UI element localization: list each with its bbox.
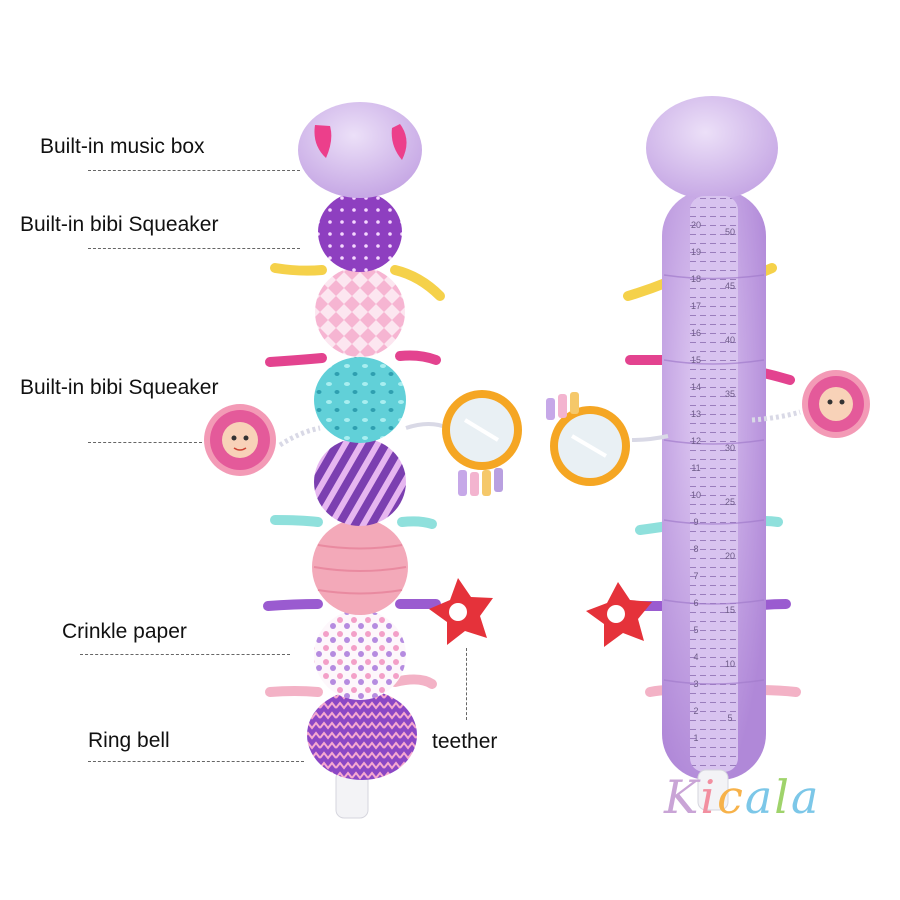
ruler-tick-inner: 16 — [691, 328, 701, 338]
segment-stripes — [314, 438, 406, 526]
ruler-tick-inner: 20 — [691, 220, 701, 230]
brand-letter: i — [700, 770, 718, 824]
ruler-tick-outer: 5 — [727, 713, 732, 723]
ruler-inner-ticks: 20 19 18 17 16 15 14 13 12 11 10 9 8 7 6 5 4 3 2 1 — [691, 220, 701, 743]
callout-squeaker-top: Built-in bibi Squeaker — [20, 213, 219, 236]
ruler-tick-inner: 7 — [693, 571, 698, 581]
callout-crinkle: Crinkle paper — [62, 620, 187, 643]
ruler-tick-outer: 25 — [725, 497, 735, 507]
ruler-tick-outer: 10 — [725, 659, 735, 669]
ruler-tick-outer: 50 — [725, 227, 735, 237]
brand-letter: l — [774, 770, 792, 824]
teether-right — [586, 582, 652, 647]
ruler-tick-inner: 6 — [693, 598, 698, 608]
brand-letter: K — [664, 770, 701, 824]
callout-squeaker-mid: Built-in bibi Squeaker — [20, 376, 219, 399]
ruler-tick-inner: 1 — [693, 733, 698, 743]
arm-lightpink — [265, 674, 437, 697]
leader-squeaker-top — [88, 248, 300, 249]
crinkle-ridges — [313, 544, 407, 595]
mirror-left — [405, 390, 522, 496]
ruler-tick-outer: 40 — [725, 335, 735, 345]
brand-letter: a — [791, 770, 821, 824]
brand-logo: Kicala — [664, 770, 820, 824]
segment-dots — [314, 610, 406, 700]
segment-seams — [663, 274, 765, 685]
arm-left-yellow — [270, 263, 445, 301]
ruler-tick-outer: 20 — [725, 551, 735, 561]
teether-left — [429, 578, 493, 645]
leader-ring-bell — [88, 761, 304, 762]
ruler-tick-outer: 30 — [725, 443, 735, 453]
ruler-tick-outer: 35 — [725, 389, 735, 399]
ruler-tick-inner: 17 — [691, 301, 701, 311]
segment-teal — [314, 357, 406, 443]
leader-teether — [466, 648, 467, 720]
ruler-tick-outer: 15 — [725, 605, 735, 615]
callout-teether: teether — [432, 730, 498, 753]
ruler-tick-inner: 5 — [693, 625, 698, 635]
brand-letter: a — [744, 770, 775, 824]
back-body — [646, 96, 778, 811]
segment-purple-dots — [318, 192, 402, 272]
arm-pink — [265, 350, 441, 367]
ruler-tick-inner: 13 — [691, 409, 701, 419]
ruler-tick-inner: 8 — [693, 544, 698, 554]
leader-music-box — [88, 170, 300, 171]
segment-crinkle — [312, 519, 408, 615]
ruler-tick-inner: 9 — [693, 517, 698, 527]
callout-music-box: Built-in music box — [40, 135, 205, 158]
callout-ring-bell: Ring bell — [88, 729, 170, 752]
ruler-tick-inner: 2 — [693, 706, 698, 716]
arm-violet — [263, 599, 441, 611]
doll-charm-right — [751, 370, 870, 438]
ruler-tick-inner: 10 — [691, 490, 701, 500]
ruler-outer-ticks: 50 45 40 35 30 25 20 15 10 5 — [725, 227, 735, 723]
doll-charm-left — [204, 404, 321, 476]
ruler-tick-inner: 15 — [691, 355, 701, 365]
ruler-tick-inner: 19 — [691, 247, 701, 257]
ruler-tick-inner: 18 — [691, 274, 701, 284]
ruler-tick-inner: 4 — [693, 652, 698, 662]
segment-diamond — [315, 267, 405, 357]
ruler-tick-inner: 11 — [691, 463, 700, 473]
mirror-right — [546, 392, 669, 486]
ruler-tick-inner: 12 — [691, 436, 701, 446]
segment-ring-bell — [307, 690, 417, 780]
ruler-tick-inner: 14 — [691, 382, 701, 392]
leader-squeaker-mid — [88, 442, 202, 443]
leader-crinkle — [80, 654, 290, 655]
ruler-tick-inner: 3 — [693, 679, 698, 689]
caterpillar-head — [298, 102, 422, 198]
brand-letter: c — [717, 770, 745, 824]
ruler-tick-outer: 45 — [725, 281, 735, 291]
arm-teal — [270, 515, 437, 529]
